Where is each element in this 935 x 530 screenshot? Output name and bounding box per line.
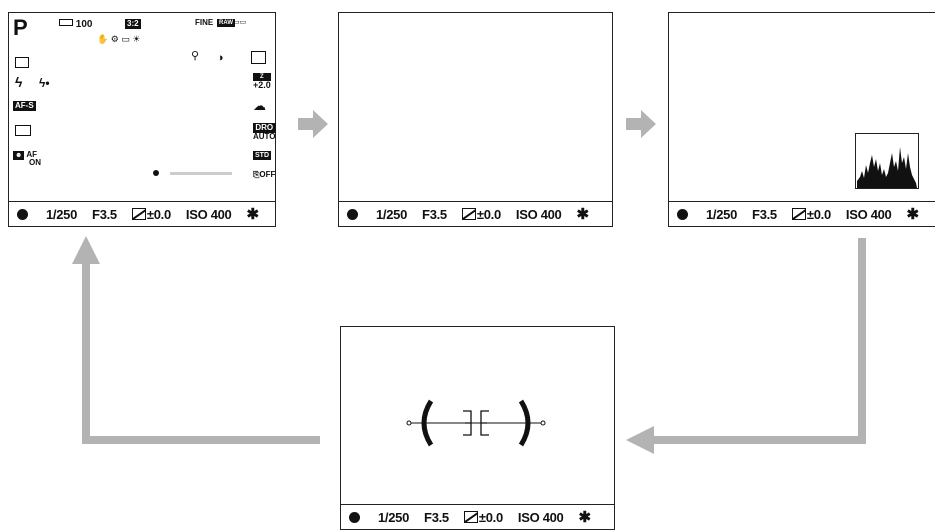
exposure-icon (463, 510, 478, 523)
focus-area-icon (15, 125, 31, 139)
record-dot-icon (347, 208, 358, 220)
af-on-indicator: ☻ AF ON (13, 150, 41, 167)
aperture: F3.5 (422, 206, 447, 222)
flash-icon: ϟ (15, 74, 23, 90)
drive-mode-icon (15, 57, 29, 71)
shutter-speed: 1/250 (706, 206, 738, 222)
record-dot-icon (17, 208, 28, 220)
exposure-comp: ±0.0 (131, 207, 171, 222)
ae-lock-icon: ✱ (576, 206, 590, 223)
ev-comp: Z +2.0 (253, 73, 271, 90)
flash-comp-icon: ϟ• (39, 76, 50, 90)
ae-lock-icon: ✱ (246, 206, 260, 223)
dro-indicator: DRO AUTO (253, 123, 276, 141)
metering-icon (251, 51, 266, 67)
record-dot-icon (349, 511, 360, 523)
face-icon: ◑ (217, 52, 224, 64)
digital-level-gauge (406, 399, 546, 447)
exposure-icon (131, 207, 146, 220)
level-indicator (153, 169, 232, 179)
arrow-right-2 (626, 110, 656, 138)
af-mode-badge: AF-S (13, 101, 36, 111)
screen-histogram: 1/250 F3.5 ±0.0 ISO 400 ✱ (668, 12, 935, 227)
iso: ISO 400 (517, 509, 564, 525)
screen-no-info: 1/250 F3.5 ±0.0 ISO 400 ✱ (338, 12, 613, 227)
iso: ISO 400 (845, 206, 892, 222)
arrow-right-1 (298, 110, 328, 138)
shots-remaining: 100 (59, 19, 92, 30)
stabilizer-icons: ✋ ⚙ ▭ ☀ (97, 34, 141, 44)
status-bar: 1/250 F3.5 ±0.0 ISO 400 ✱ (669, 201, 935, 226)
exposure-comp: ±0.0 (791, 207, 831, 222)
aspect-ratio-badge: 3:2 (125, 19, 141, 29)
raw-icon: RAW (217, 19, 235, 27)
battery-icon: ▭▭ (233, 19, 247, 26)
arrow-s4-to-s1 (82, 262, 320, 444)
image-quality: FINE (195, 18, 214, 27)
creative-style-badge: STD (253, 151, 271, 160)
picture-effect-off: ⎘OFF (253, 170, 276, 179)
record-dot-icon (677, 208, 688, 220)
memory-card-icon (59, 19, 73, 26)
shooting-mode: P (13, 15, 28, 40)
histogram (855, 133, 919, 189)
ae-lock-icon: ✱ (578, 509, 592, 526)
status-bar: 1/250 F3.5 ±0.0 ISO 400 ✱ (339, 201, 612, 226)
ae-lock-icon: ✱ (906, 206, 920, 223)
exposure-comp: ±0.0 (461, 207, 501, 222)
status-bar: 1/250 F3.5 ±0.0 ISO 400 ✱ (341, 504, 614, 529)
status-bar: 1/250 F3.5 ±0.0 ISO 400 ✱ (9, 201, 275, 226)
shutter-speed: 1/250 (378, 509, 410, 525)
exposure-icon (461, 207, 476, 220)
shutter-speed: 1/250 (376, 206, 408, 222)
aperture: F3.5 (424, 509, 449, 525)
exposure-icon (791, 207, 806, 220)
white-balance-icon: ☁ (253, 98, 266, 113)
aperture: F3.5 (92, 206, 117, 222)
iso: ISO 400 (185, 206, 232, 222)
location-icon: ⚲ (191, 50, 200, 62)
aperture: F3.5 (752, 206, 777, 222)
iso: ISO 400 (515, 206, 562, 222)
screen-level-gauge: 1/250 F3.5 ±0.0 ISO 400 ✱ (340, 326, 615, 530)
screen-full-info: P 100 3:2 FINE RAW ▭▭ ✋ ⚙ ▭ ☀ ⚲ ◑ ϟ ϟ• Z… (8, 12, 276, 227)
exposure-comp: ±0.0 (463, 510, 503, 525)
shutter-speed: 1/250 (46, 206, 78, 222)
arrow-s3-to-s4 (652, 238, 866, 444)
